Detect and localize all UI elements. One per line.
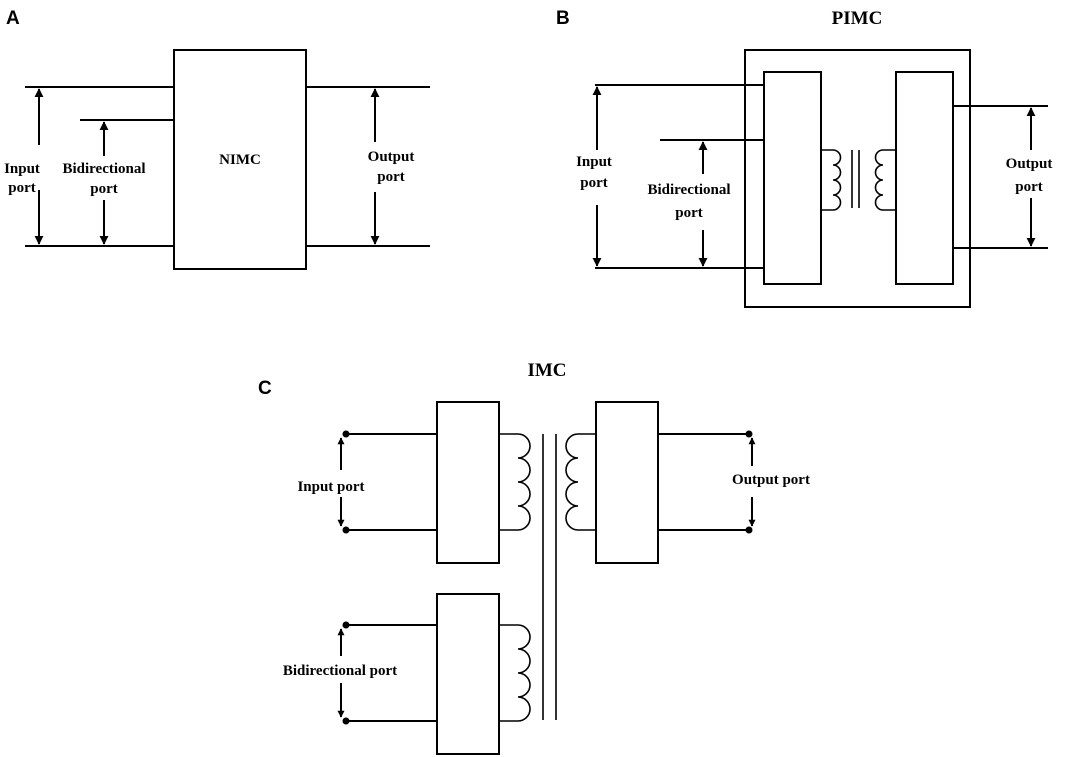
imc-output-coil-icon: [565, 433, 596, 531]
output-port-label-2: port: [377, 169, 405, 185]
imc-input-top-terminal: [342, 430, 350, 438]
imc-bidirectional-block: [436, 593, 500, 755]
panel-a: A NIMC Input port Bidirectional port Out…: [4, 8, 430, 270]
imc-bidirectional-label: Bidirectional port: [283, 663, 397, 679]
input-port-label-1: Input: [4, 161, 40, 177]
pimc-secondary-coil-icon: [874, 149, 896, 211]
imc-output-top-terminal: [745, 430, 753, 438]
nimc-block: [173, 49, 307, 270]
pimc-bidirectional-label-2: port: [675, 205, 703, 221]
pimc-primary-coil-icon: [821, 149, 842, 211]
bidirectional-port-label-1: Bidirectional: [62, 161, 145, 177]
panel-b: B PIMC Input port Bidirectional port Out…: [556, 8, 1053, 308]
pimc-input-label-1: Input: [576, 154, 612, 170]
input-port-label-2: port: [8, 180, 36, 196]
panel-b-letter: B: [556, 8, 570, 29]
output-port-label-1: Output: [368, 149, 415, 165]
pimc-bidirectional-label-1: Bidirectional: [647, 182, 730, 198]
imc-input-bottom-terminal: [342, 526, 350, 534]
pimc-left-block: [763, 71, 822, 285]
pimc-input-label-2: port: [580, 175, 608, 191]
panel-a-letter: A: [6, 8, 20, 29]
pimc-output-label-1: Output: [1006, 156, 1053, 172]
imc-output-bottom-terminal: [745, 526, 753, 534]
imc-bidirectional-bottom-terminal: [342, 717, 350, 725]
nimc-block-label: NIMC: [219, 152, 261, 168]
imc-title: IMC: [527, 360, 566, 381]
imc-input-block: [436, 401, 500, 564]
pimc-right-block: [895, 71, 954, 285]
imc-input-coil-icon: [499, 433, 531, 531]
imc-bidirectional-top-terminal: [342, 621, 350, 629]
imc-output-label: Output port: [732, 472, 810, 488]
panel-c: C IMC Input port Output port: [258, 360, 810, 755]
panel-c-letter: C: [258, 378, 272, 399]
bidirectional-port-label-2: port: [90, 181, 118, 197]
imc-output-block: [595, 401, 659, 564]
imc-bidirectional-coil-icon: [499, 624, 531, 722]
pimc-title: PIMC: [832, 8, 883, 29]
imc-input-label: Input port: [297, 479, 364, 495]
pimc-output-label-2: port: [1015, 179, 1043, 195]
